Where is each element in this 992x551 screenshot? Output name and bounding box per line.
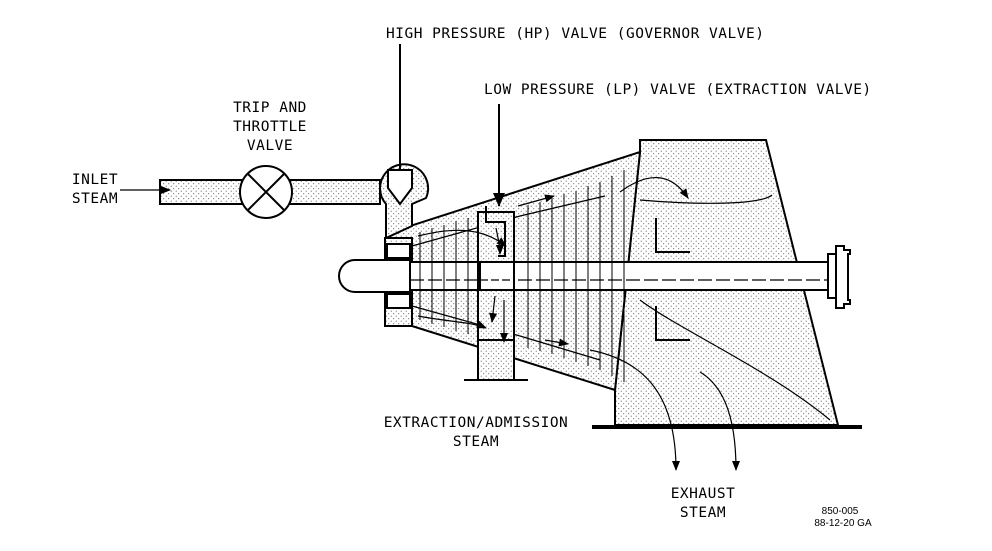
coupling — [835, 245, 851, 309]
extraction-steam-label-1: EXTRACTION/ADMISSION — [384, 415, 569, 431]
reference-date: 88-12-20 GA — [814, 518, 872, 529]
extraction-pipe — [477, 339, 515, 381]
lp-valve-label: LOW PRESSURE (LP) VALVE (EXTRACTION VALV… — [484, 82, 872, 98]
reference-code: 850-005 — [822, 506, 859, 517]
pipe-trip-to-hp — [289, 179, 381, 205]
hp-valve-label: HIGH PRESSURE (HP) VALVE (GOVERNOR VALVE… — [386, 26, 764, 42]
inlet-steam-label-2: STEAM — [72, 191, 118, 207]
trip-throttle-valve — [239, 165, 293, 219]
inlet-pipe — [159, 179, 243, 205]
trip-valve-label-2: THROTTLE — [233, 119, 307, 135]
hp-valve — [379, 44, 430, 240]
lp-valve — [485, 104, 506, 257]
exhaust-steam-label-1: EXHAUST — [671, 486, 736, 502]
inner-flow-boundary — [411, 195, 606, 361]
extraction-chamber — [464, 211, 528, 381]
trip-valve-label-1: TRIP AND — [233, 100, 307, 116]
trip-valve-label-3: VALVE — [247, 138, 293, 154]
flow-arrows — [120, 177, 740, 471]
hp-blade-stages — [419, 218, 469, 334]
turbine-shaft — [338, 245, 851, 309]
exhaust-steam-label-2: STEAM — [680, 505, 726, 521]
lp-blade-stages — [527, 170, 625, 382]
extraction-steam-label-2: STEAM — [453, 434, 499, 450]
inlet-steam-label-1: INLET — [72, 172, 118, 188]
